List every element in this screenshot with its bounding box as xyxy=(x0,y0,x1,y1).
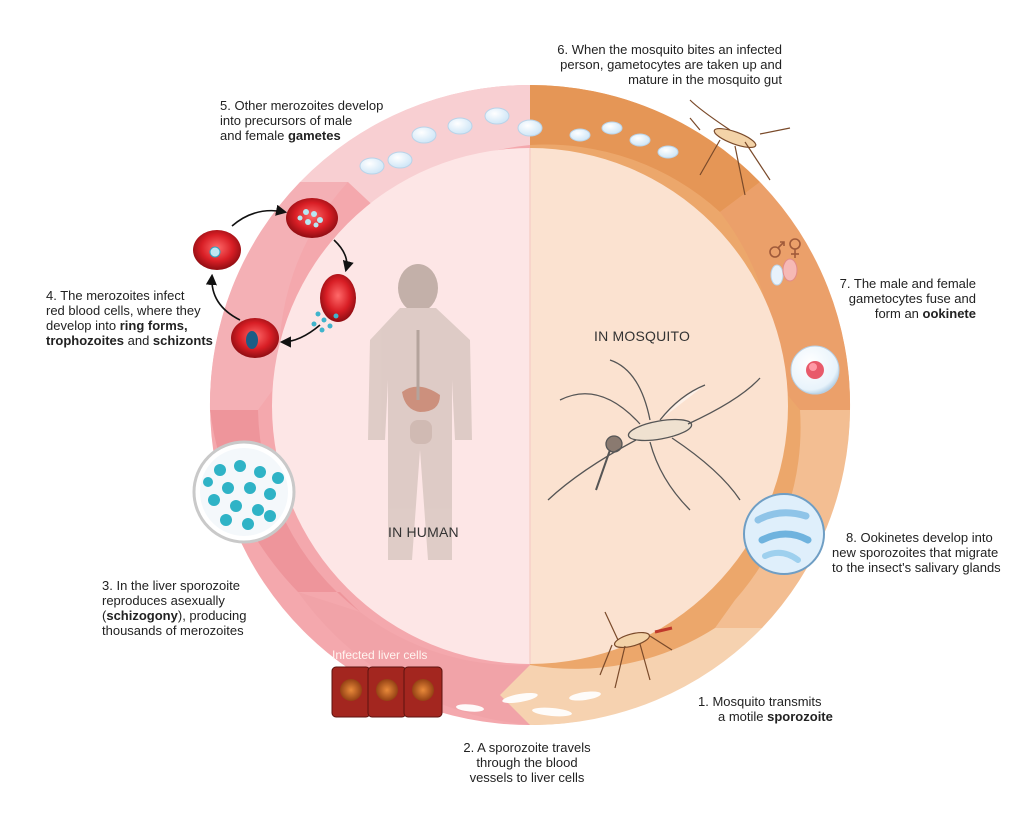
mosquito-icon xyxy=(689,99,791,196)
step-6-label: 6. When the mosquito bites an infected p… xyxy=(520,42,782,87)
step-5-line-3: and female gametes xyxy=(220,128,383,143)
step-7-text: form an xyxy=(874,306,923,321)
in-human-label: IN HUMAN xyxy=(388,524,459,540)
step-5-line-1: 5. Other merozoites develop xyxy=(220,98,384,113)
ookinete-icon xyxy=(790,345,840,395)
step-1-line-2: a motile sporozoite xyxy=(686,709,833,724)
gametocyte-gut-icon xyxy=(569,121,679,159)
step-4-bold-c: trophozoites xyxy=(46,333,124,348)
step-7-line-1: 7. The male and female xyxy=(839,276,976,291)
human-ring-band-5 xyxy=(300,84,530,212)
step-3-line-2: reproduces asexually xyxy=(102,593,225,608)
step-4-label: 4. The merozoites infect red blood cells… xyxy=(46,288,213,348)
human-body-icon xyxy=(368,264,472,560)
step-6-line-3: mature in the mosquito gut xyxy=(628,72,782,87)
sporozoite-icon xyxy=(456,691,601,717)
gamete-female-icon xyxy=(782,258,798,282)
step-2-line-1: 2. A sporozoite travels xyxy=(463,740,591,755)
step-2-label: 2. A sporozoite travels through the bloo… xyxy=(452,740,602,785)
step-4-text-d: and xyxy=(124,333,153,348)
step-6-line-2: person, gametocytes are taken up and xyxy=(560,57,782,72)
step-5-text: and female xyxy=(220,128,288,143)
mosquito-ring-band-8 xyxy=(715,410,850,628)
step-3-bold: schizogony xyxy=(106,608,178,623)
mosquito-large-icon xyxy=(547,359,761,511)
step-8-label: 8. Ookinetes develop into new sporozoite… xyxy=(832,530,1001,575)
step-7-line-2: gametocytes fuse and xyxy=(848,291,976,306)
merozoite-cluster-icon xyxy=(192,440,296,544)
step-3-line-1: 3. In the liver sporozoite xyxy=(102,578,241,593)
step-1-text: a motile xyxy=(718,709,768,724)
step-4-line-2: red blood cells, where they xyxy=(46,303,201,318)
step-8-line-2: new sporozoites that migrate xyxy=(832,545,999,560)
step-5-line-2: into precursors of male xyxy=(220,113,353,128)
step-4-line-1: 4. The merozoites infect xyxy=(46,288,185,303)
human-ring-band-2 xyxy=(298,592,530,725)
step-8-line-3: to the insect's salivary glands xyxy=(832,560,1001,575)
step-1-label: 1. Mosquito transmits a motile sporozoit… xyxy=(686,694,833,724)
step-1-bold: sporozoite xyxy=(767,709,833,724)
mosquito-inner-disc xyxy=(530,148,788,664)
step-3-text-a: ( xyxy=(102,608,107,623)
mosquito-ring-band-6 xyxy=(530,84,760,212)
step-6-line-1: 6. When the mosquito bites an infected xyxy=(557,42,782,57)
red-blood-cell-icon xyxy=(193,198,356,358)
step-3-line-4: thousands of merozoites xyxy=(102,623,244,638)
step-4-bold-b: ring forms, xyxy=(119,318,188,333)
mosquito-ring-band-1 xyxy=(500,628,762,726)
step-3-line-3: (schizogony), producing xyxy=(102,608,247,623)
infected-liver-cells-label: Infected liver cells xyxy=(332,648,428,662)
step-7-label: 7. The male and female gametocytes fuse … xyxy=(810,276,976,321)
step-7-bold: ookinete xyxy=(922,306,976,321)
gender-symbols-icon xyxy=(769,238,801,258)
step-4-text-a: develop into xyxy=(46,318,120,333)
step-2-line-2: through the blood xyxy=(476,755,578,770)
step-5-label: 5. Other merozoites develop into precurs… xyxy=(220,98,383,143)
step-8-line-1: 8. Ookinetes develop into xyxy=(846,530,993,545)
sporozoite-lens-icon xyxy=(743,493,825,575)
gametocyte-precursor-icon xyxy=(359,107,543,175)
step-4-line-4: trophozoites and schizonts xyxy=(46,333,213,348)
gamete-male-icon xyxy=(770,264,784,286)
mosquito-biting-icon xyxy=(599,611,673,689)
liver-cell-icon xyxy=(331,666,443,718)
step-3-text-c: ), producing xyxy=(177,608,247,623)
step-7-line-3: form an ookinete xyxy=(810,306,976,321)
step-4-line-3: develop into ring forms, xyxy=(46,318,213,333)
step-2-line-3: vessels to liver cells xyxy=(469,770,585,785)
step-4-bold-e: schizonts xyxy=(152,333,213,348)
in-mosquito-label: IN MOSQUITO xyxy=(594,328,691,344)
step-3-label: 3. In the liver sporozoite reproduces as… xyxy=(102,578,247,638)
step-5-bold: gametes xyxy=(287,128,341,143)
step-1-line-1: 1. Mosquito transmits xyxy=(698,694,822,709)
rbc-cycle-arrows xyxy=(205,204,354,348)
